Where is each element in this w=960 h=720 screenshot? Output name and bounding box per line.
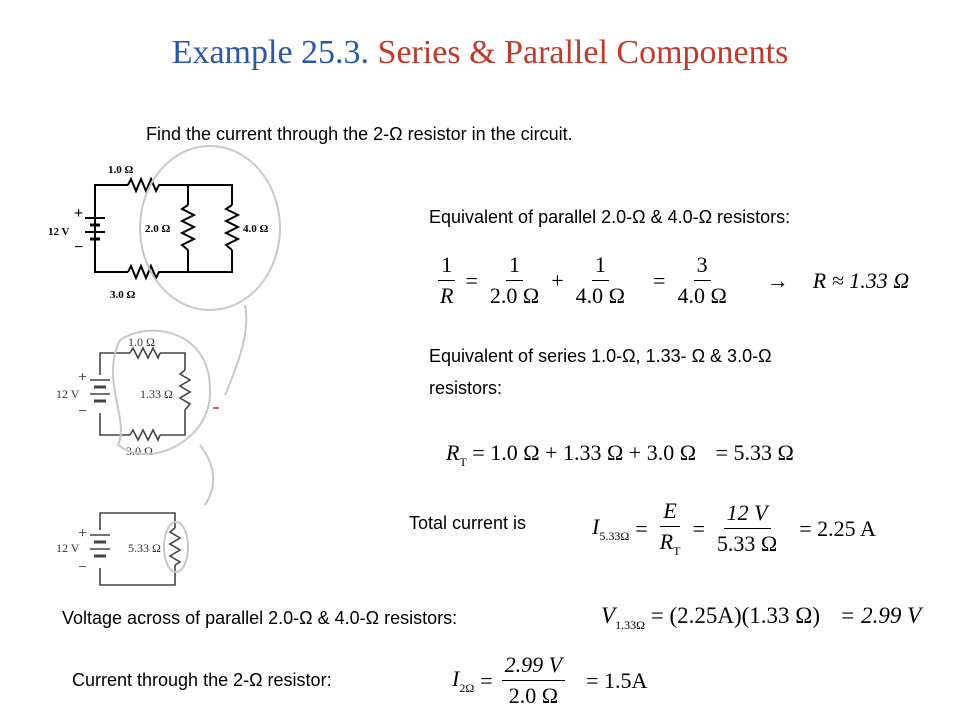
c1-label-right: 4.0 Ω bbox=[243, 223, 269, 235]
slide-title: Example 25.3. Series & Parallel Componen… bbox=[0, 34, 960, 72]
step3-label: Total current is bbox=[409, 513, 527, 533]
step2-result: = 5.33 Ω bbox=[715, 440, 794, 465]
step5-result: = 1.5A bbox=[586, 667, 648, 693]
parallel-highlight-ellipse bbox=[139, 145, 281, 311]
connector-curve-1 bbox=[224, 304, 248, 396]
resistor-top-1 bbox=[127, 176, 162, 194]
c1-plus: + bbox=[74, 205, 83, 222]
resistor-mid-1 bbox=[179, 204, 197, 251]
step4-equation: V1.33Ω = (2.25A)(1.33 Ω) = 2.99 V bbox=[601, 603, 922, 632]
c3-label-battery: 12 V bbox=[56, 541, 80, 555]
step5-label: Current through the 2-Ω resistor: bbox=[72, 670, 332, 690]
c1-label-battery: 12 V bbox=[48, 226, 70, 238]
circuit-1-wires bbox=[94, 184, 233, 273]
resistor-right-1 bbox=[223, 204, 241, 251]
step1-label: Equivalent of parallel 2.0-Ω & 4.0-Ω res… bbox=[429, 207, 791, 227]
resistor-bottom-1 bbox=[127, 263, 162, 281]
title-text: Series & Parallel Components bbox=[377, 34, 789, 71]
step3-result: = 2.25 A bbox=[799, 515, 876, 541]
c2-label-battery: 12 V bbox=[56, 387, 80, 401]
title-number: Example 25.3. bbox=[171, 34, 370, 71]
c3-plus: + bbox=[78, 525, 87, 542]
circuit-3-wires bbox=[99, 512, 176, 586]
c1-label-bottom: 3.0 Ω bbox=[110, 289, 136, 301]
resistor-top-2 bbox=[129, 346, 161, 360]
step4-result: = 2.99 V bbox=[839, 603, 922, 628]
c1-minus: − bbox=[74, 239, 83, 256]
step4-expr: = (2.25A)(1.33 Ω) bbox=[650, 603, 821, 628]
resistor-eq-3 bbox=[168, 527, 182, 566]
step2-label-line1: Equivalent of series 1.0-Ω, 1.33- Ω & 3.… bbox=[429, 346, 772, 366]
c3-label-eq: 5.33 Ω bbox=[128, 541, 161, 555]
c2-minus: − bbox=[78, 403, 87, 420]
battery-2 bbox=[90, 379, 110, 403]
c2-label-mid: 1.33 Ω bbox=[140, 387, 173, 401]
problem-statement: Find the current through the 2-Ω resisto… bbox=[146, 124, 573, 144]
c3-minus: − bbox=[78, 559, 87, 576]
arrow-icon: → bbox=[766, 267, 789, 293]
series-highlight-loop bbox=[111, 329, 212, 455]
battery-1 bbox=[85, 217, 105, 241]
step2-expr: = 1.0 Ω + 1.33 Ω + 3.0 Ω bbox=[472, 440, 697, 465]
battery-3 bbox=[90, 534, 110, 558]
c1-label-mid: 2.0 Ω bbox=[145, 223, 171, 235]
connector-curve-2 bbox=[199, 444, 215, 506]
equivalent-highlight-ellipse bbox=[163, 521, 189, 573]
resistor-mid-2 bbox=[178, 369, 192, 411]
c2-label-top: 1.0 Ω bbox=[128, 335, 155, 349]
c1-label-top: 1.0 Ω bbox=[108, 164, 134, 176]
step4-label: Voltage across of parallel 2.0-Ω & 4.0-Ω… bbox=[62, 608, 458, 628]
step1-result: R ≈ 1.33 Ω bbox=[812, 267, 910, 293]
circuit-diagrams: 1.0 Ω 2.0 Ω 4.0 Ω 3.0 Ω 12 V + − 1.0 Ω 1… bbox=[48, 145, 281, 586]
step2-label-line2: resistors: bbox=[429, 378, 503, 398]
step2-equation: RT = 1.0 Ω + 1.33 Ω + 3.0 Ω = 5.33 Ω bbox=[446, 440, 794, 469]
c2-plus: + bbox=[78, 369, 87, 386]
resistor-bottom-2 bbox=[129, 428, 161, 442]
